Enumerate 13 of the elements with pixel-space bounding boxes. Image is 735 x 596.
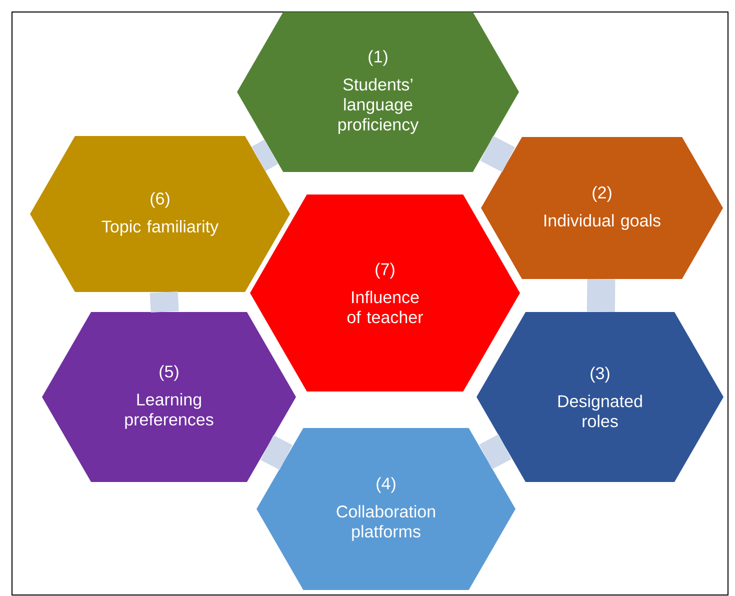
connector-band: [586, 279, 616, 312]
connector-band: [252, 140, 278, 172]
connector-band: [480, 136, 516, 172]
hexagon: (7) Influence of teacher: [250, 194, 520, 392]
connector-band: [479, 434, 512, 470]
connector-band: [150, 292, 179, 312]
hexagon: (2) Individual goals: [481, 137, 723, 279]
hexagon: (4) Collaboration platforms: [256, 428, 516, 590]
hexagon: (6) Topic familiarity: [30, 136, 290, 292]
connector-band: [260, 435, 292, 470]
hexagon: (1) Students’ language proficiency: [237, 12, 519, 172]
hexagon: (5) Learning preferences: [42, 312, 296, 482]
hexagon: (3) Designated roles: [476, 312, 724, 482]
